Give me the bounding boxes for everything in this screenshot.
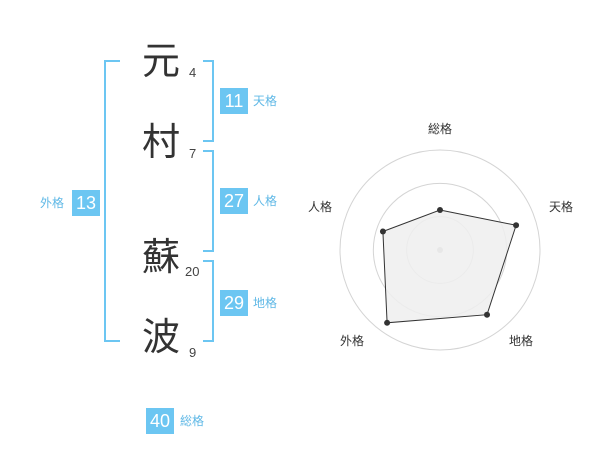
radar-value-polygon (382, 209, 517, 324)
tenkaku-value: 11 (220, 88, 248, 114)
stroke-count-3: 20 (185, 264, 200, 279)
radar-point-1 (437, 207, 443, 213)
gaikaku-bracket (104, 60, 120, 342)
jinkaku-label: 人格 (253, 194, 278, 208)
stroke-count-2: 7 (189, 146, 197, 161)
tenkaku-label: 天格 (253, 94, 278, 108)
radar-axis-label-gaikaku: 外格 (340, 334, 365, 348)
radar-point-2 (513, 222, 520, 229)
radar-axis-label-tenkaku: 天格 (549, 200, 574, 214)
jinkaku-bracket (203, 150, 214, 252)
name-char-1: 元 (142, 39, 181, 83)
name-char-2: 村 (142, 120, 181, 164)
name-char-3: 蘇 (142, 235, 181, 279)
gaikaku-value: 13 (72, 190, 100, 216)
tenkaku-bracket (203, 60, 214, 142)
radar-axis-label-chikaku: 地格 (509, 334, 534, 348)
radar-point-3 (484, 311, 491, 318)
radar-point-4 (384, 319, 391, 326)
soukaku-value: 40 (146, 408, 174, 434)
radar-grid-ring-3 (339, 149, 541, 351)
chikaku-value: 29 (220, 290, 248, 316)
radar-point-5 (379, 228, 386, 235)
name-char-4: 波 (142, 315, 181, 359)
jinkaku-value: 27 (220, 188, 248, 214)
soukaku-label: 総格 (180, 414, 205, 428)
chikaku-bracket (203, 260, 214, 342)
gaikaku-label: 外格 (40, 196, 65, 210)
radar-axis-label-jinkaku: 人格 (308, 200, 333, 214)
radar-axis-label-soukaku: 総格 (428, 122, 453, 136)
chikaku-label: 地格 (253, 296, 278, 310)
stroke-count-1: 4 (189, 65, 197, 80)
stroke-count-4: 9 (189, 345, 197, 360)
